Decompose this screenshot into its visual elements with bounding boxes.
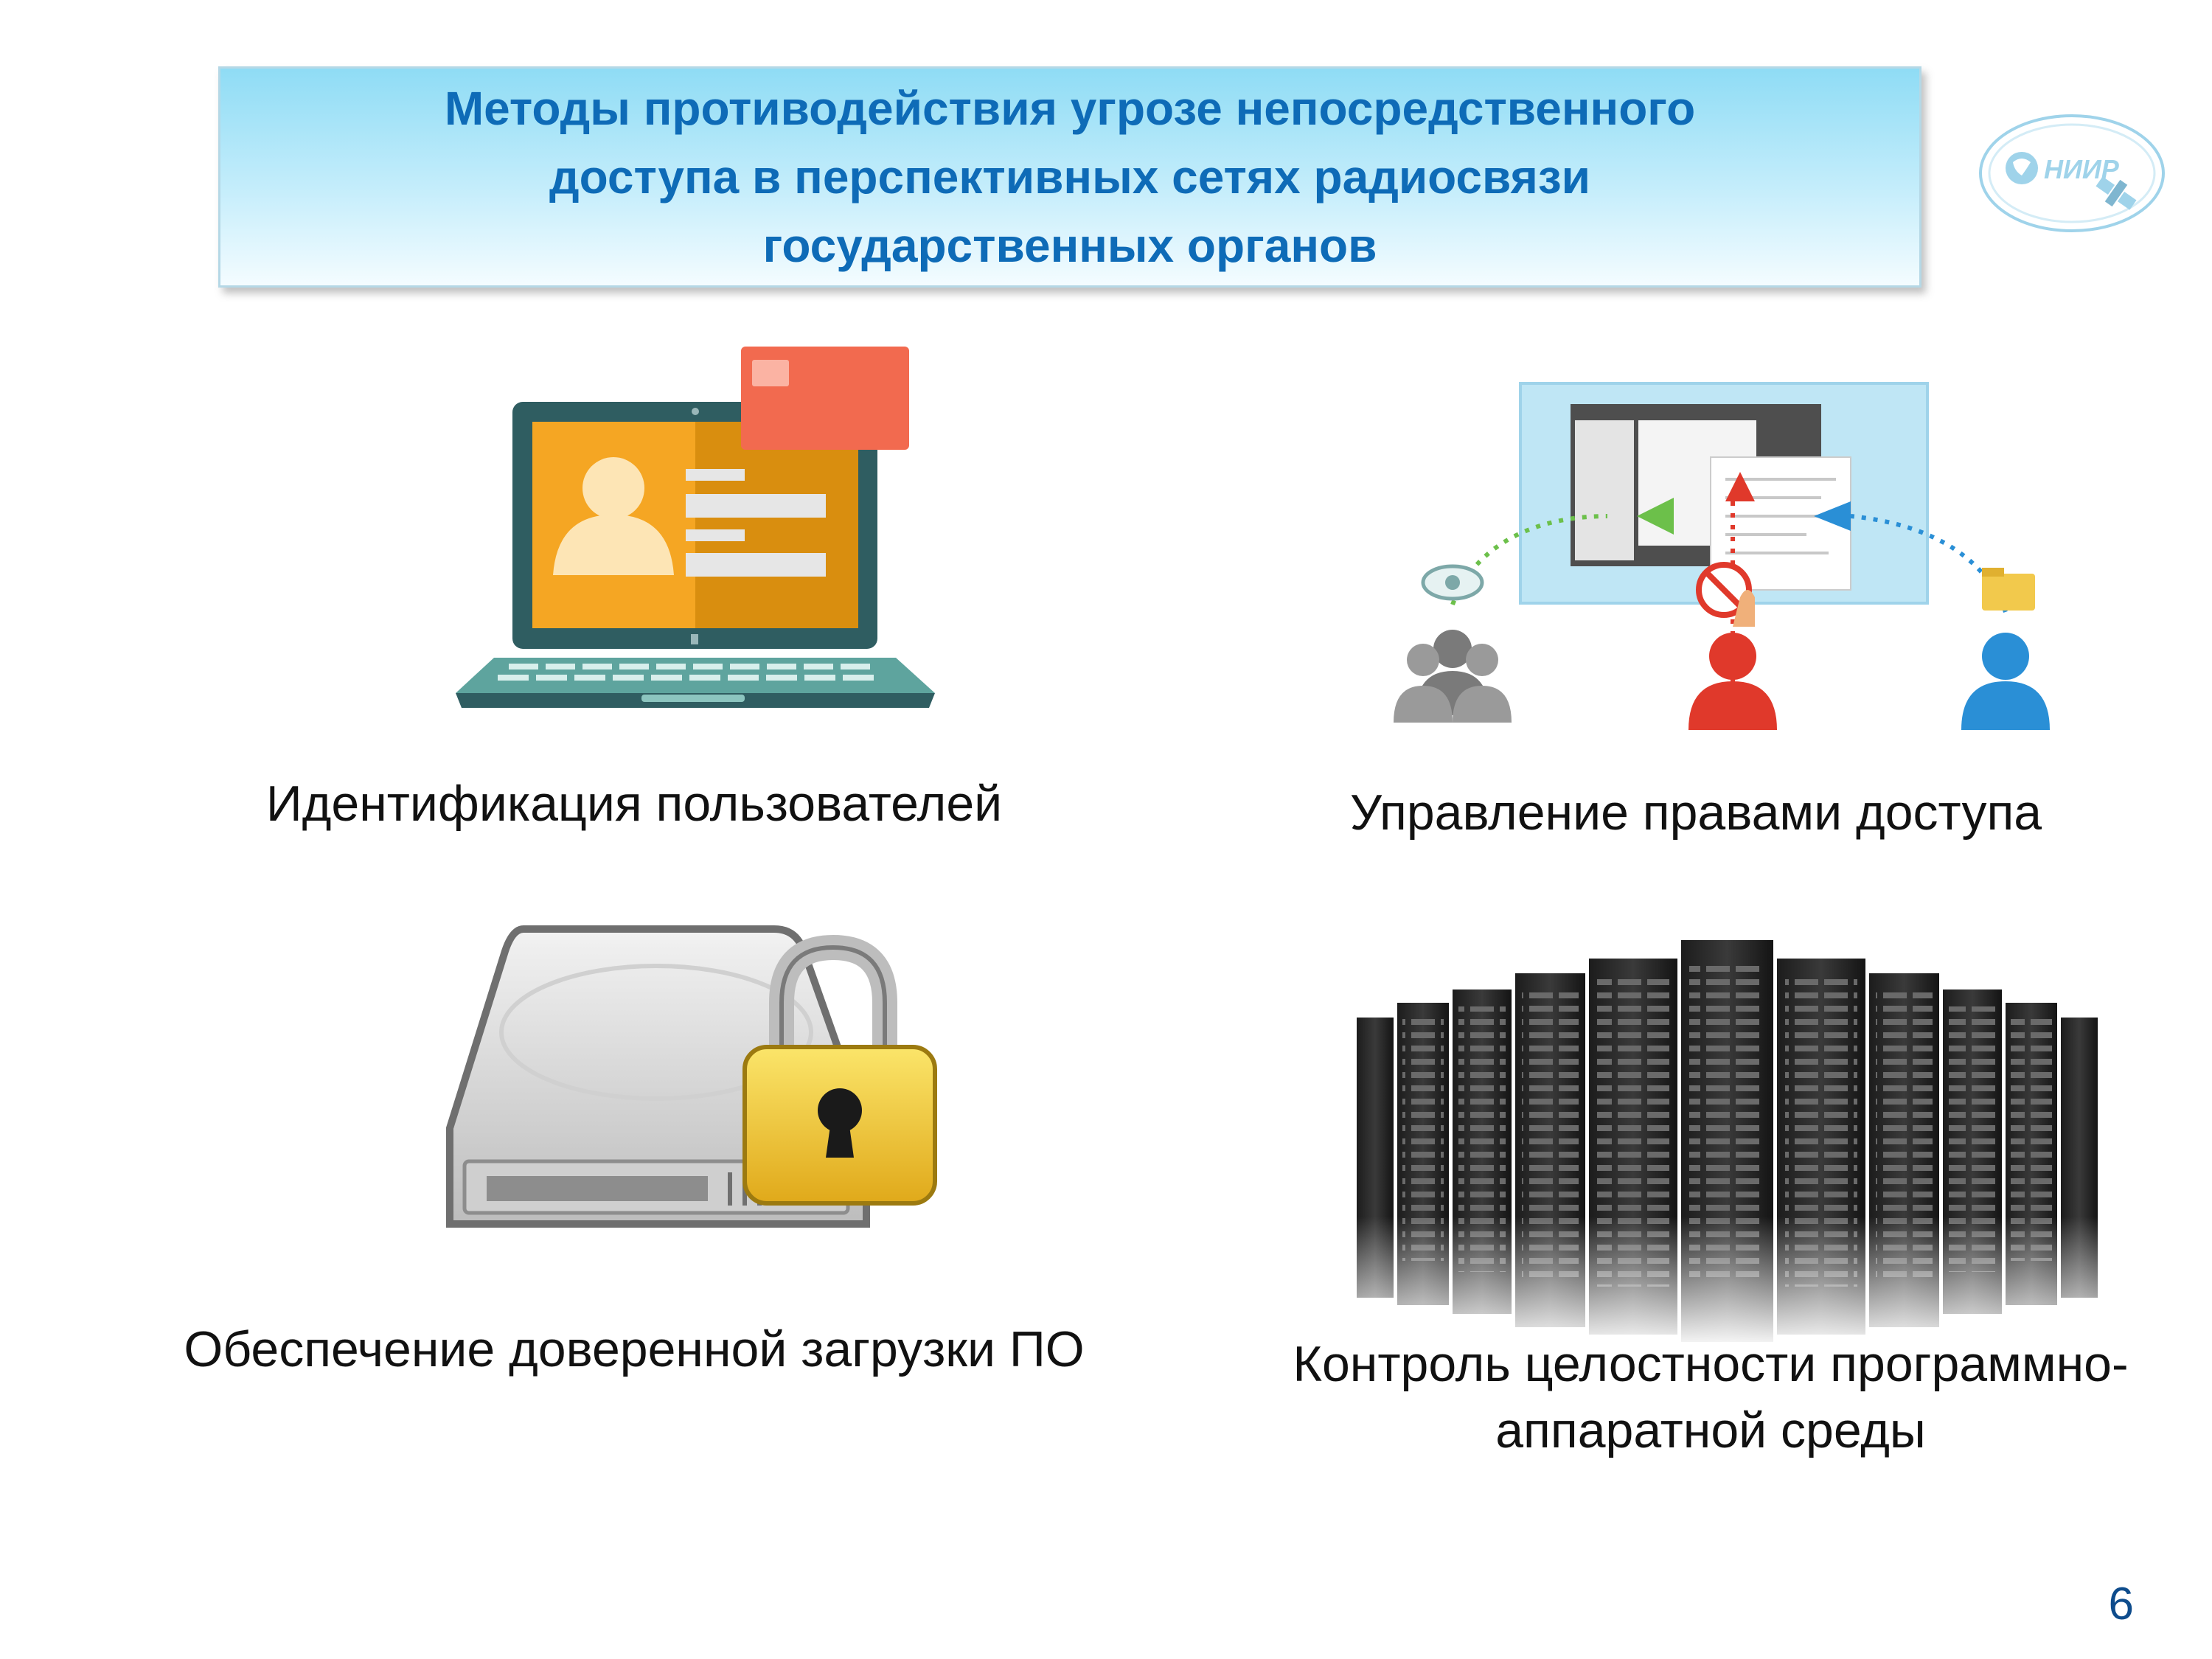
caption-access-rights: Управление правами доступа <box>1349 785 2042 841</box>
caption-integrity-control: Контроль целостности программно- аппарат… <box>1293 1336 2129 1458</box>
logo-text: НИИР <box>2044 154 2120 184</box>
title-banner: Методы противодействия угрозе непосредст… <box>218 66 1921 288</box>
caption-trusted-boot: Обеспечение доверенной загрузки ПО <box>184 1321 1085 1377</box>
server-racks-icon <box>1349 940 2101 1349</box>
locked-hard-drive-icon <box>446 925 937 1228</box>
niir-logo: НИИР <box>1979 114 2165 232</box>
slide-title: Методы противодействия угрозе непосредст… <box>444 81 1696 272</box>
page-number: 6 <box>2108 1579 2134 1630</box>
access-rights-diagram-icon <box>1394 382 2050 730</box>
caption-user-identification: Идентификация пользователей <box>265 776 1003 832</box>
laptop-id-card-icon <box>456 347 935 708</box>
